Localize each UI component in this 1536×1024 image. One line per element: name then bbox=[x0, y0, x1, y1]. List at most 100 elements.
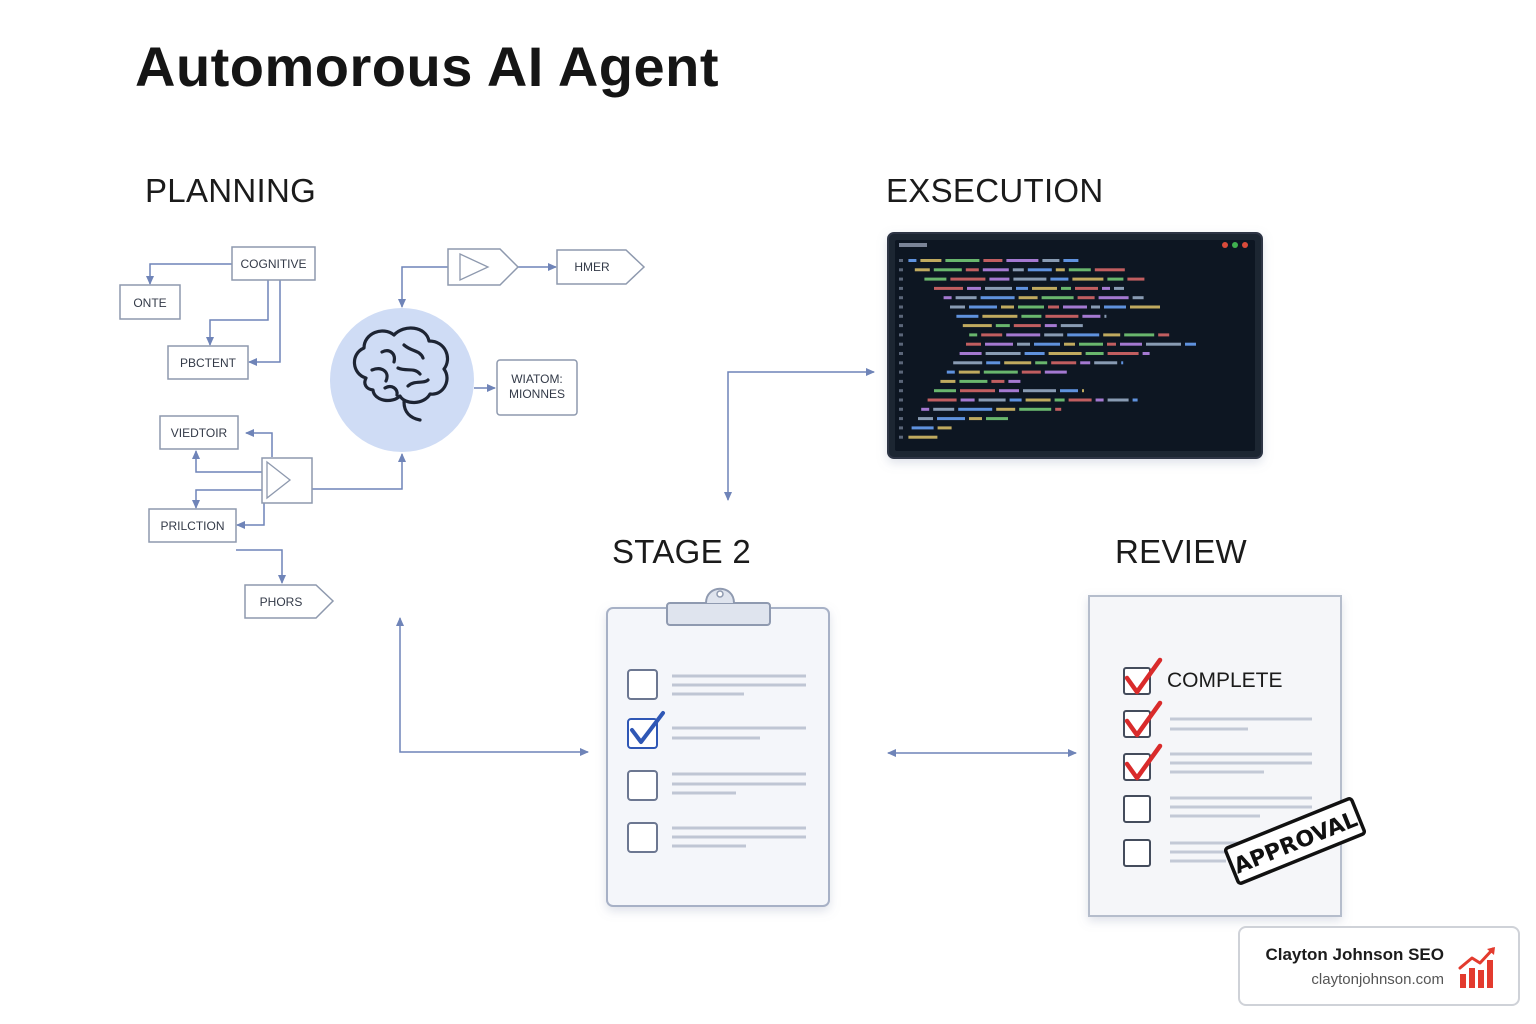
code-token bbox=[1021, 370, 1041, 374]
node-onte: ONTE bbox=[119, 284, 181, 320]
code-token bbox=[1102, 286, 1110, 290]
code-token bbox=[1023, 389, 1056, 393]
checklist-item bbox=[627, 770, 806, 801]
code-token bbox=[1032, 286, 1057, 290]
code-token bbox=[1127, 277, 1145, 281]
code-token bbox=[1130, 305, 1160, 309]
code-token bbox=[983, 259, 1003, 262]
code-token bbox=[1080, 361, 1091, 365]
node-pbctent: PBCTENT bbox=[167, 345, 249, 380]
code-gutter-mark bbox=[899, 333, 903, 337]
code-token bbox=[985, 352, 1021, 355]
code-token bbox=[991, 379, 1005, 383]
code-token bbox=[1095, 398, 1104, 402]
code-token bbox=[953, 361, 983, 365]
bar-chart-growth-icon bbox=[1458, 947, 1495, 988]
code-token bbox=[955, 296, 977, 300]
code-token bbox=[950, 277, 986, 281]
code-token bbox=[1158, 333, 1170, 337]
code-token bbox=[933, 407, 955, 411]
code-token bbox=[1082, 389, 1084, 393]
code-token bbox=[945, 259, 980, 262]
code-token bbox=[1018, 296, 1038, 300]
code-token bbox=[1060, 389, 1078, 393]
code-gutter-mark bbox=[899, 277, 903, 281]
code-token bbox=[1021, 314, 1042, 318]
code-token bbox=[958, 370, 980, 374]
review-checklist: COMPLETE bbox=[1123, 657, 1312, 867]
review-item bbox=[1123, 839, 1240, 867]
code-token bbox=[1079, 342, 1103, 346]
code-gutter-mark bbox=[899, 259, 903, 262]
code-token bbox=[1018, 305, 1044, 309]
code-token bbox=[943, 296, 952, 300]
code-gutter-mark bbox=[899, 407, 903, 411]
code-token bbox=[969, 333, 978, 337]
code-window-controls bbox=[899, 242, 1248, 248]
code-token bbox=[1063, 305, 1087, 309]
code-token bbox=[962, 324, 992, 328]
svg-text:COGNITIVE: COGNITIVE bbox=[240, 257, 306, 271]
code-token bbox=[1035, 361, 1048, 365]
code-gutter-mark bbox=[899, 370, 903, 374]
code-token bbox=[1061, 286, 1071, 290]
code-token bbox=[959, 379, 988, 383]
planning-nodes: COGNITIVE ONTE PBCTENT VIEDTOIR PRILCTIO… bbox=[119, 246, 646, 619]
code-token bbox=[1001, 305, 1014, 309]
brand-name: Clayton Johnson SEO bbox=[1265, 945, 1444, 964]
node-hmer: HMER bbox=[556, 249, 646, 285]
brain-hub bbox=[330, 308, 474, 452]
node-wiatom: WIATOM: MIONNES bbox=[496, 359, 578, 416]
code-token bbox=[1004, 361, 1032, 365]
code-token bbox=[918, 417, 933, 421]
code-token bbox=[1013, 324, 1041, 328]
code-token bbox=[958, 407, 993, 411]
code-token bbox=[1085, 352, 1104, 355]
code-token bbox=[969, 305, 997, 309]
code-token bbox=[1006, 259, 1039, 262]
code-token bbox=[1107, 342, 1116, 346]
code-token bbox=[978, 398, 1006, 402]
code-token bbox=[937, 417, 965, 421]
code-gutter-mark bbox=[899, 361, 903, 365]
check-blue-icon bbox=[630, 711, 665, 744]
code-token bbox=[1068, 398, 1092, 402]
code-token bbox=[960, 398, 975, 402]
code-gutter-mark bbox=[899, 314, 903, 318]
code-token bbox=[1044, 324, 1057, 328]
code-token bbox=[1044, 370, 1067, 374]
svg-text:PBCTENT: PBCTENT bbox=[180, 356, 237, 370]
check-red-icon bbox=[1124, 700, 1163, 738]
code-token bbox=[1034, 342, 1060, 346]
brand-url[interactable]: claytonjohnson.com bbox=[1311, 971, 1444, 988]
code-token bbox=[1025, 398, 1051, 402]
diagram-title: Automorous AI Agent bbox=[135, 35, 719, 98]
planning-flowchart bbox=[146, 263, 557, 584]
node-vedtoir: VIEDTOIR bbox=[159, 415, 239, 450]
code-token bbox=[1054, 398, 1065, 402]
code-token bbox=[985, 342, 1013, 346]
code-token bbox=[940, 379, 956, 383]
code-token bbox=[1013, 277, 1047, 281]
code-token bbox=[983, 370, 1018, 374]
stage2-checklist bbox=[627, 669, 806, 853]
code-token bbox=[996, 407, 1016, 411]
code-token bbox=[959, 352, 982, 355]
code-token bbox=[934, 389, 956, 393]
code-token bbox=[1055, 407, 1062, 411]
connector-to-execution bbox=[724, 368, 875, 501]
code-token bbox=[981, 333, 1003, 337]
code-token bbox=[1050, 277, 1069, 281]
code-token bbox=[1091, 305, 1100, 309]
code-gutter-mark bbox=[899, 426, 903, 430]
planning-label: PLANNING bbox=[145, 172, 317, 209]
clipboard-icon bbox=[606, 587, 830, 907]
code-token bbox=[995, 324, 1010, 328]
code-token bbox=[1012, 268, 1024, 272]
brand-badge[interactable]: Clayton Johnson SEO claytonjohnson.com bbox=[1238, 926, 1520, 1006]
code-lines bbox=[899, 259, 1196, 439]
review-label: REVIEW bbox=[1115, 533, 1247, 570]
svg-text:MIONNES: MIONNES bbox=[509, 387, 565, 401]
code-token bbox=[1016, 286, 1028, 290]
code-gutter-mark bbox=[899, 296, 903, 300]
